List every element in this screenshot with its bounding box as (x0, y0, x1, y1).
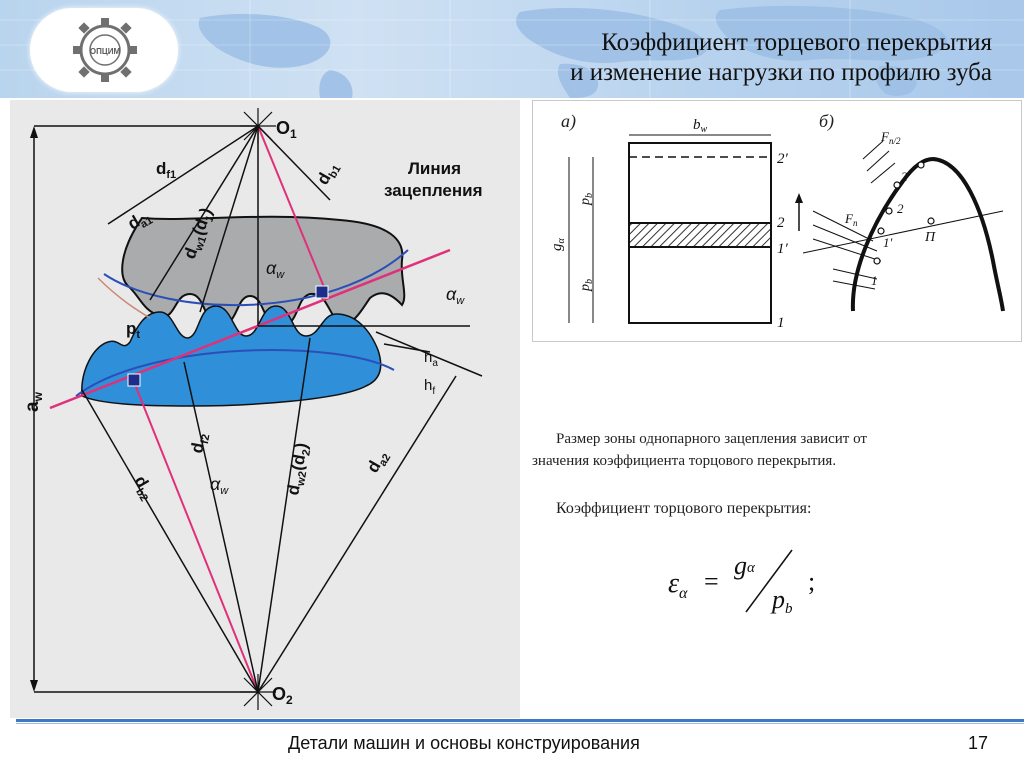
pb-label-top: pb (578, 193, 595, 206)
df1-label: df1 (156, 159, 176, 181)
b-point-2-prime: 2′ (901, 169, 911, 184)
single-pair-zone (628, 222, 772, 248)
line-of-action (49, 248, 451, 410)
epsilon-symbol: εα (668, 568, 688, 602)
o2-radius-line (133, 381, 259, 693)
explanation-paragraph: Размер зоны однопарного зацепления завис… (532, 428, 992, 472)
footer-rule (16, 719, 1024, 722)
epsilon-formula: εα = gα pb ; (668, 549, 815, 617)
arrow-up-icon (795, 193, 803, 203)
hf-label: hf (424, 377, 435, 397)
o2-label: O2 (272, 684, 293, 707)
ha-label: ha (424, 349, 438, 369)
equals-sign: = (704, 567, 719, 596)
dw2-label: dw2(d2) (283, 441, 314, 497)
point-1-prime: 1′ (777, 241, 789, 257)
fn-label: Fn (844, 211, 858, 228)
contact-zone-figure: а) bw gα pb pb 2′ 2 1′ 1 б) Fn/2 Fn П 2′… (532, 100, 1022, 342)
circle-arc-gear2 (75, 349, 395, 397)
fig-a-label: а) (561, 111, 576, 132)
point-1: 1 (777, 315, 785, 331)
line-of-action-title-2: зацепления (384, 181, 483, 200)
title-line-2: и изменение нагрузки по профилю зуба (570, 59, 992, 86)
g-alpha-label: gα (549, 238, 567, 252)
o1-radius-line (257, 125, 327, 293)
b-point-1: 1 (871, 273, 878, 288)
logo-badge: ОПЦИМ (30, 8, 178, 92)
title-line-1: Коэффициент торцевого перекрытия (601, 29, 992, 56)
coefficient-label: Коэффициент торцового перекрытия: (556, 500, 812, 517)
paragraph-line-1: Размер зоны однопарного зацепления завис… (556, 431, 867, 447)
b-point-1-prime: 1′ (883, 235, 893, 250)
aw-label: aw (22, 391, 45, 412)
point-2-prime: 2′ (777, 151, 789, 167)
fig-b-label: б) (819, 111, 834, 132)
formula-numerator: gα (734, 551, 756, 580)
circle-arc-gear1 (103, 249, 409, 307)
footer-rule-thin (16, 723, 1024, 724)
gear-mesh-figure: aw O1 O2 Линия зацепления df1 db1 da1 dw… (10, 100, 520, 718)
bw-label: bw (693, 117, 708, 135)
alpha-w-label-2: αw (446, 284, 465, 307)
gear-1-body (121, 215, 406, 328)
fraction-slash (745, 549, 793, 613)
course-title: Детали машин и основы конструирования (288, 733, 640, 753)
slide-header: ОПЦИМ Коэффициент торцевого перекрытия и… (0, 0, 1024, 98)
pb-label-bottom: pb (578, 279, 595, 292)
formula-denominator: pb (770, 585, 793, 617)
point-2: 2 (777, 215, 785, 231)
paragraph-line-2: значения коэффициента торцового перекрыт… (532, 453, 837, 469)
semicolon: ; (808, 567, 815, 596)
slide-title: Коэффициент торцевого перекрытия и измен… (570, 28, 992, 88)
fn2-label: Fn/2 (880, 129, 901, 146)
page-number: 17 (968, 733, 989, 753)
alpha-w-label-1: αw (266, 258, 285, 281)
df2-label: df2 (187, 432, 212, 456)
b-point-2: 2 (897, 201, 904, 216)
line-of-action-title-1: Линия (408, 159, 461, 178)
o1-label: O1 (276, 118, 297, 141)
dw1-label: dw1(d1) (180, 205, 219, 262)
gear-2-body (81, 305, 382, 407)
pt-label: pt (126, 319, 140, 341)
logo-text: ОПЦИМ (90, 47, 121, 56)
pitch-point-label: П (924, 230, 936, 245)
gear-logo-icon: ОПЦИМ (73, 18, 137, 82)
alpha-w-label-3: αw (210, 474, 229, 497)
